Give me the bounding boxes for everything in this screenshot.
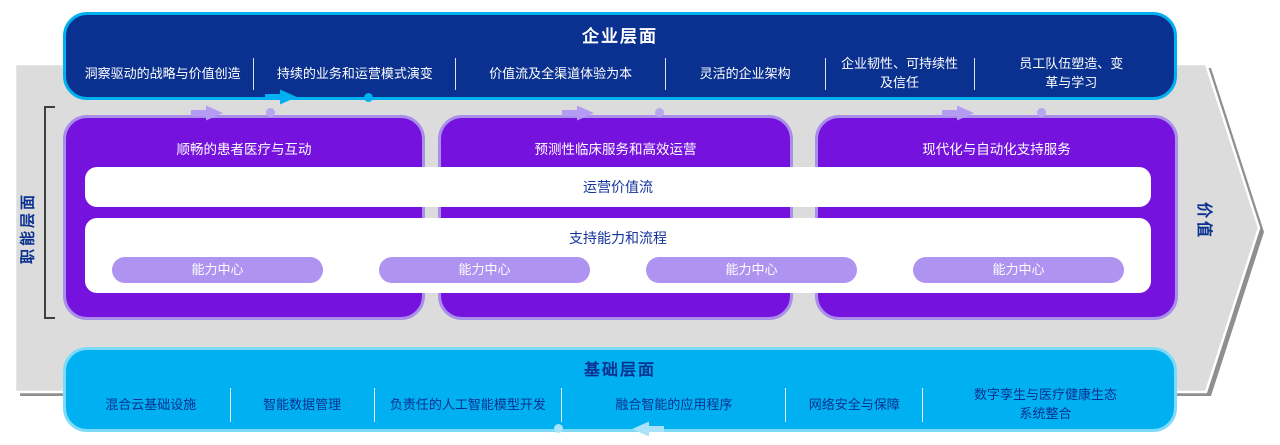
separator	[973, 58, 975, 90]
supporting-capabilities-label: 支持能力和流程	[569, 230, 667, 246]
separator	[785, 388, 787, 422]
connector-dot-icon	[655, 108, 664, 117]
functional-level-label: 职能层面	[19, 191, 37, 265]
connector-dot-icon	[364, 93, 373, 102]
separator	[664, 58, 666, 90]
enterprise-items-row: 洞察驱动的战略与价值创造 持续的业务和运营模式演变 价值流及全渠道体验为本 灵活…	[66, 48, 1174, 100]
functional-bracket	[44, 106, 55, 319]
capability-center-pill: 能力中心	[112, 257, 323, 283]
foundation-item: 智能数据管理	[263, 396, 342, 412]
foundation-item: 数字孪生与医疗健康生态 系统整合	[974, 387, 1118, 421]
supporting-capabilities-bar: 支持能力和流程 能力中心 能力中心 能力中心 能力中心	[85, 218, 1151, 293]
flow-arrow-right-icon	[190, 104, 224, 122]
separator	[922, 388, 924, 422]
foundation-item: 融合智能的应用程序	[615, 396, 733, 412]
domain-box-title: 现代化与自动化支持服务	[922, 142, 1071, 157]
separator	[455, 58, 457, 90]
separator	[373, 388, 375, 422]
flow-arrow-right-icon	[561, 104, 595, 122]
foundation-items-row: 混合云基础设施 智能数据管理 负责任的人工智能模型开发 融合智能的应用程序 网络…	[66, 380, 1174, 430]
foundation-item: 网络安全与保障	[808, 396, 900, 412]
connector-dot-icon	[266, 108, 275, 117]
enterprise-item: 灵活的企业架构	[699, 65, 791, 81]
enterprise-item: 价值流及全渠道体验为本	[489, 65, 633, 81]
separator	[561, 388, 563, 422]
capability-pill-row: 能力中心 能力中心 能力中心 能力中心	[85, 257, 1151, 283]
foundation-level-bar: 基础层面 混合云基础设施 智能数据管理 负责任的人工智能模型开发 融合智能的应用…	[63, 347, 1177, 432]
enterprise-level-bar: 企业层面 洞察驱动的战略与价值创造 持续的业务和运营模式演变 价值流及全渠道体验…	[63, 12, 1177, 100]
capability-center-pill: 能力中心	[646, 257, 857, 283]
separator	[824, 58, 826, 90]
operational-value-stream-bar: 运营价值流	[85, 167, 1151, 207]
domain-box-title: 顺畅的患者医疗与互动	[176, 142, 312, 157]
foundation-level-title: 基础层面	[583, 362, 656, 379]
enterprise-level-title: 企业层面	[582, 27, 658, 46]
domain-box-title: 预测性临床服务和高效运营	[534, 142, 697, 157]
enterprise-item: 洞察驱动的战略与价值创造	[84, 65, 241, 81]
enterprise-item: 持续的业务和运营模式演变	[276, 65, 433, 81]
capability-center-pill: 能力中心	[913, 257, 1124, 283]
enterprise-item: 企业韧性、可持续性 及信任	[841, 56, 959, 90]
foundation-item: 混合云基础设施	[105, 396, 197, 412]
connector-dot-icon	[554, 424, 563, 433]
separator	[253, 58, 255, 90]
flow-arrow-right-icon	[941, 104, 975, 122]
connector-dot-icon	[1037, 108, 1046, 117]
value-label: 价值	[1195, 201, 1212, 241]
flow-arrow-right-icon	[264, 88, 298, 106]
operational-value-stream-label: 运营价值流	[583, 179, 653, 195]
foundation-item: 负责任的人工智能模型开发	[389, 396, 546, 412]
flow-arrow-left-icon	[631, 420, 665, 438]
enterprise-item: 员工队伍塑造、变 革与学习	[1019, 56, 1124, 90]
separator	[229, 388, 231, 422]
capability-center-pill: 能力中心	[379, 257, 590, 283]
